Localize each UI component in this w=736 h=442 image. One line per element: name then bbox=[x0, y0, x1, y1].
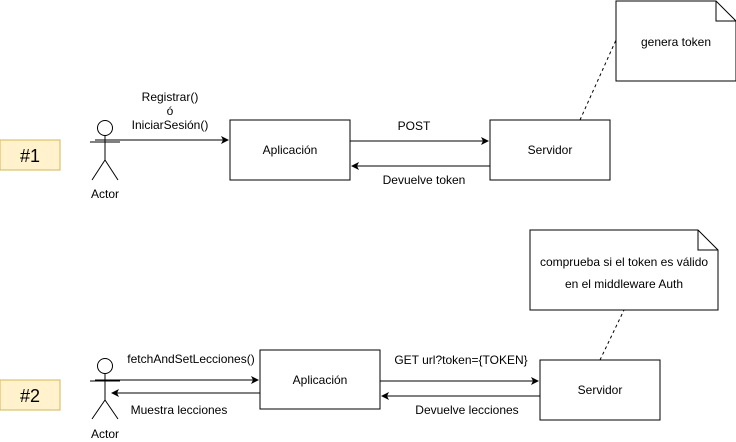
app-1-box bbox=[229, 119, 351, 181]
actor-1-message-line-1: Registrar() bbox=[142, 90, 199, 104]
response-1-label: Devuelve token bbox=[383, 173, 466, 187]
scenario-2-tag bbox=[0, 379, 61, 411]
server-2-label: Servidor bbox=[578, 383, 623, 397]
actor-2-label: Actor bbox=[91, 427, 119, 441]
request-1-label: POST bbox=[398, 119, 431, 133]
note-1-connector bbox=[579, 39, 617, 121]
server-1-box bbox=[489, 119, 611, 181]
response-2-label: Devuelve lecciones bbox=[415, 403, 518, 417]
actor-2-icon bbox=[90, 358, 120, 420]
actor-1-icon bbox=[90, 120, 120, 181]
app-2-label: Aplicación bbox=[293, 373, 348, 387]
actor-1-message-line-3: IniciarSesión() bbox=[132, 118, 209, 132]
scenario-1-tag bbox=[0, 139, 61, 171]
server-1-label: Servidor bbox=[528, 143, 573, 157]
scenario-1-tag-label: #1 bbox=[20, 146, 40, 166]
note-2-text-line-2: en el middleware Auth bbox=[565, 277, 683, 291]
scenario-2: #2 Actor fetchAndSetLecciones() Muestra … bbox=[0, 229, 719, 441]
server-2-box bbox=[539, 359, 661, 421]
app-1-label: Aplicación bbox=[263, 143, 318, 157]
scenario-1: #1 Actor Registrar() ó IniciarSesión() A… bbox=[0, 0, 736, 201]
actor-1-message-line-2: ó bbox=[167, 104, 174, 118]
note-2-connector bbox=[599, 309, 625, 361]
request-2-label: GET url?token={TOKEN} bbox=[394, 353, 527, 367]
note-2-box bbox=[529, 229, 719, 311]
app-2-box bbox=[259, 349, 381, 410]
actor-2-message: fetchAndSetLecciones() bbox=[127, 352, 254, 366]
note-2-text-line-1: comprueba si el token es válido bbox=[540, 255, 708, 269]
scenario-2-tag-label: #2 bbox=[20, 386, 40, 406]
actor-2-response-label: Muestra lecciones bbox=[131, 403, 228, 417]
note-1-text: genera token bbox=[641, 35, 711, 49]
actor-1-label: Actor bbox=[91, 187, 119, 201]
note-1-box bbox=[615, 0, 736, 82]
